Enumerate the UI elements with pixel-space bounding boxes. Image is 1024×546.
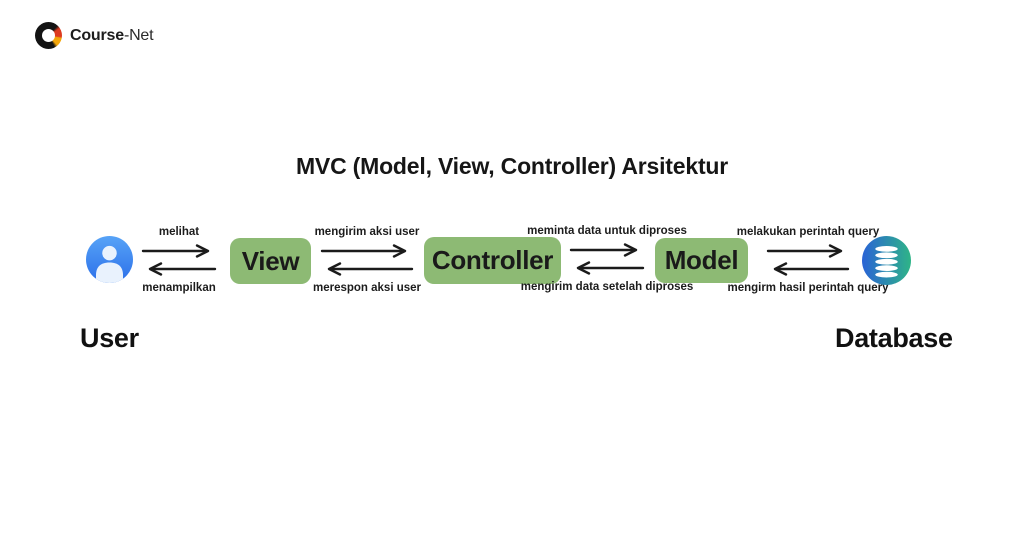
logo-brand-bold: Course — [70, 26, 124, 44]
flow-view-controller-backward-label: merespon aksi user — [312, 282, 422, 294]
flow-model-database-arrows — [766, 244, 850, 276]
flow-controller-model: meminta data untuk diproses mengirim dat… — [487, 224, 727, 294]
model-box: Model — [655, 238, 748, 283]
view-box: View — [230, 238, 311, 284]
database-node — [862, 236, 911, 285]
course-net-logo-icon — [35, 22, 62, 49]
controller-box: Controller — [424, 237, 561, 284]
flow-controller-model-arrows — [569, 243, 645, 275]
flow-view-controller-forward-label: mengirim aksi user — [314, 226, 420, 238]
flow-model-database-forward-label: melakukan perintah query — [736, 226, 880, 238]
database-icon — [862, 236, 911, 285]
flow-view-controller-arrows — [320, 244, 414, 276]
flow-view-controller: mengirim aksi user merespon aksi user — [267, 225, 467, 295]
course-net-logo-text: Course-Net — [70, 26, 154, 45]
flow-controller-model-forward-label: meminta data untuk diproses — [527, 225, 687, 237]
user-icon — [86, 236, 133, 283]
flow-user-view-arrows — [141, 244, 217, 276]
flow-controller-model-backward-label: mengirim data setelah diproses — [520, 281, 694, 293]
flow-user-view-backward-label: menampilkan — [142, 282, 216, 294]
flow-model-database: melakukan perintah query mengirm hasil p… — [698, 225, 918, 295]
course-net-logo: Course-Net — [35, 22, 154, 49]
flow-user-view-forward-label: melihat — [158, 226, 200, 238]
user-node — [86, 236, 133, 283]
logo-brand-regular: -Net — [123, 26, 154, 44]
diagram-title: MVC (Model, View, Controller) Arsitektur — [295, 153, 729, 179]
flow-user-view: melihat menampilkan — [79, 225, 279, 295]
database-label: Database — [835, 323, 953, 353]
flow-model-database-backward-label: mengirm hasil perintah query — [727, 282, 889, 294]
user-label: User — [80, 323, 139, 353]
